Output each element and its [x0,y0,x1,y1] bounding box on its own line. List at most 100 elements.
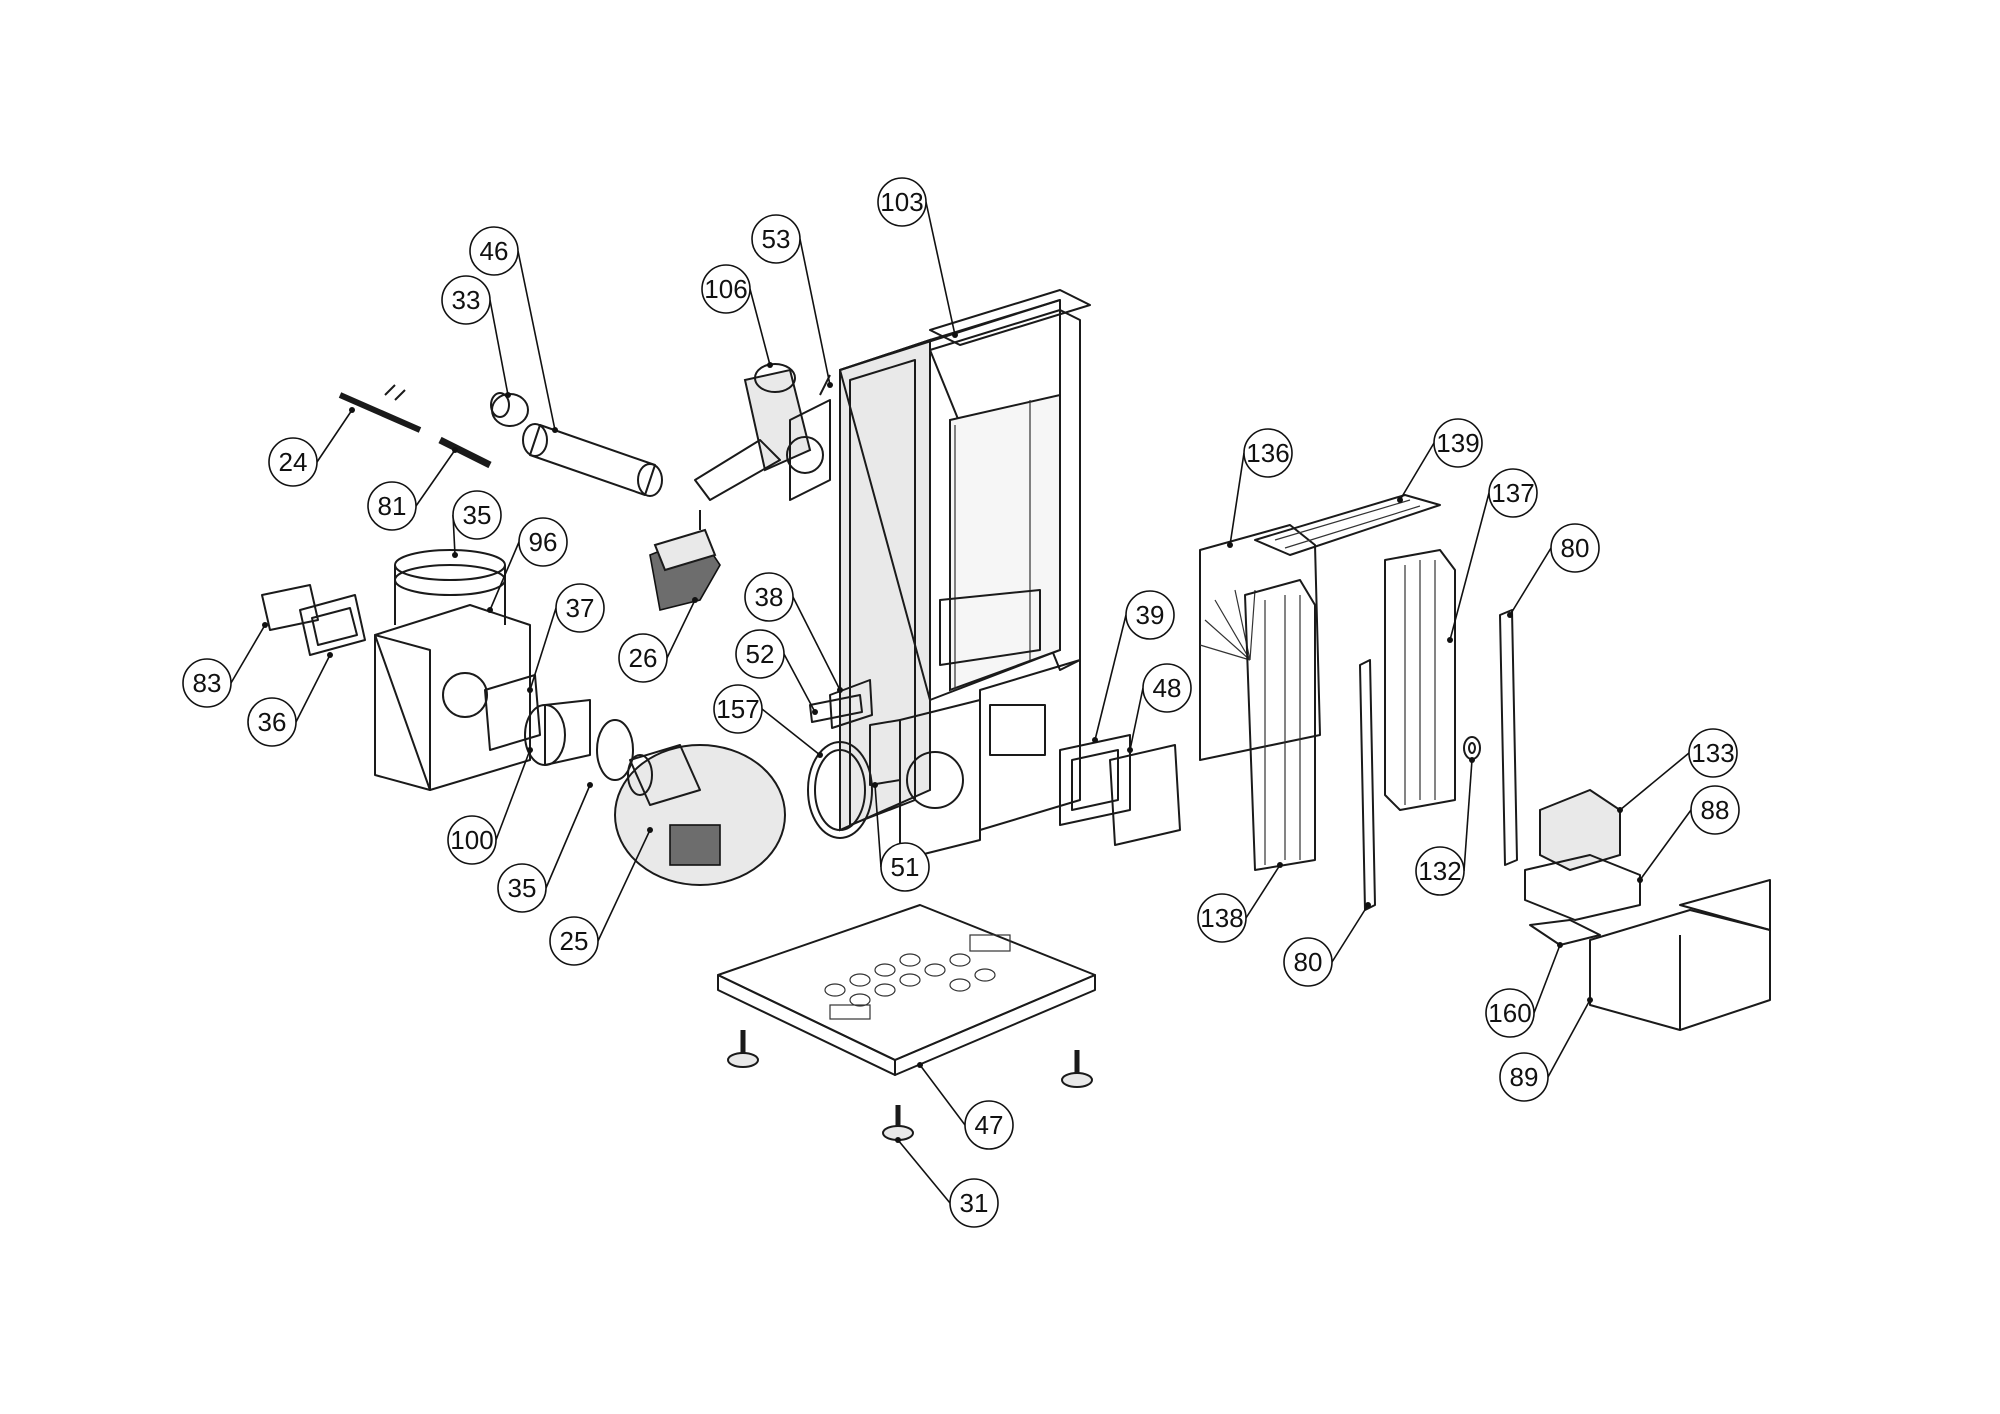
callout-number: 96 [529,527,558,557]
callout-36: 36 [247,652,333,747]
callout-leader-line [1449,492,1490,641]
callout-bubble [1125,590,1175,640]
leader-arrow-tip [1365,902,1371,908]
callout-37: 37 [527,583,605,693]
callout-leader-line [1229,452,1245,546]
callout-137: 137 [1447,468,1538,643]
callout-number: 47 [975,1110,1004,1140]
burner-housing-part [374,549,531,791]
callout-139: 139 [1397,418,1483,503]
leader-arrow-tip [1447,637,1453,643]
callout-number: 39 [1136,600,1165,630]
leader-arrow-tip [647,827,653,833]
callout-bubble [877,177,927,227]
callout-bubble [268,437,318,487]
leader-arrow-tip [952,332,958,338]
feed-tube-part [490,392,663,497]
callout-bubble [1499,1052,1549,1102]
leader-arrow-tip [812,709,818,715]
callout-number: 138 [1200,903,1243,933]
callout-132: 132 [1415,757,1475,896]
control-module-part [1524,788,1771,1031]
callout-leader-line [666,599,696,659]
callout-bubble [1688,728,1738,778]
callout-number: 83 [193,668,222,698]
callout-number: 31 [960,1188,989,1218]
callout-leader-line [919,1064,966,1126]
callout-number: 103 [880,187,923,217]
callout-leader-line [874,784,882,868]
leader-arrow-tip [1127,747,1133,753]
callout-number: 80 [1294,947,1323,977]
callout-96: 96 [487,517,568,613]
callout-leader-line [925,201,956,336]
callout-number: 51 [891,852,920,882]
callout-bubble [247,697,297,747]
callout-25: 25 [549,827,653,966]
main-frame-part [839,289,1091,861]
callout-leader-line [799,238,831,386]
back-panel-part [1199,524,1321,761]
callout-number: 35 [463,500,492,530]
callout-bubble [1488,468,1538,518]
callout-bubble [1433,418,1483,468]
callout-leader-line [1547,999,1591,1078]
callout-number: 46 [480,236,509,266]
leader-arrow-tip [452,447,458,453]
callout-bubble [497,863,547,913]
rods-part [338,384,492,469]
leader-arrow-tip [895,1137,901,1143]
callout-bubble [469,226,519,276]
callout-leader-line [749,288,771,366]
callout-number: 35 [508,873,537,903]
callout-bubble [713,684,763,734]
leader-arrow-tip [505,392,511,398]
callout-leader-line [517,250,556,431]
callout-47: 47 [917,1062,1014,1150]
leader-arrow-tip [692,597,698,603]
callout-83: 83 [182,622,268,708]
callout-136: 136 [1227,428,1293,548]
callout-number: 89 [1510,1062,1539,1092]
callout-bubble [744,572,794,622]
callout-35: 35 [497,782,593,913]
side-panel-right-part [1384,549,1456,811]
callout-160: 160 [1485,942,1563,1038]
callout-leader-line [1094,614,1127,741]
callout-number: 80 [1561,533,1590,563]
leader-arrow-tip [527,687,533,693]
side-panel-left-part [1244,579,1316,871]
callout-leader-line [1129,687,1144,751]
callout-bubble [549,916,599,966]
callout-leader-line [495,749,531,841]
callout-leader-line [489,541,520,611]
callout-bubble [447,815,497,865]
callout-leader-line [1331,904,1369,963]
flange-set-part [484,674,634,781]
callout-bubble [367,481,417,531]
leader-arrow-tip [452,552,458,558]
callout-number: 136 [1246,438,1289,468]
callout-bubble [182,658,232,708]
leader-arrow-tip [1277,862,1283,868]
leader-arrow-tip [1587,997,1593,1003]
leader-arrow-tip [552,427,558,433]
callout-leader-line [489,299,509,396]
callout-24: 24 [268,407,355,487]
callout-88: 88 [1637,785,1740,883]
callout-bubble [452,490,502,540]
callout-leader-line [1463,759,1473,872]
callout-bubble [735,629,785,679]
callout-number: 133 [1691,738,1734,768]
leader-arrow-tip [487,607,493,613]
callout-33: 33 [441,275,511,398]
callout-100: 100 [447,747,533,865]
callout-number: 38 [755,582,784,612]
callout-number: 160 [1488,998,1531,1028]
callout-bubble [518,517,568,567]
callout-35: 35 [452,490,502,558]
callout-leader-line [783,653,816,713]
callout-bubble [1197,893,1247,943]
callout-bubble [1283,937,1333,987]
callout-number: 25 [560,926,589,956]
